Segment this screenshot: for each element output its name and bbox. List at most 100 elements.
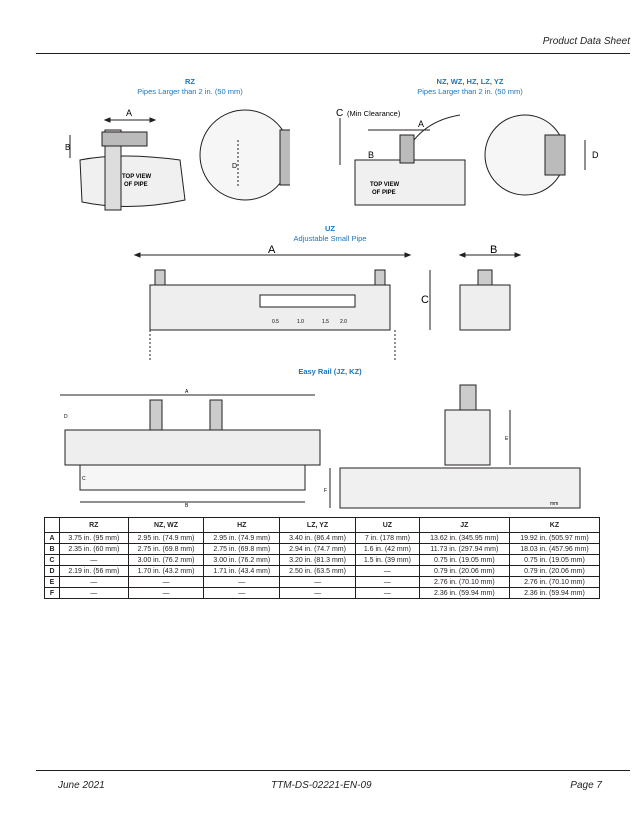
rail-dim-d: D [64, 414, 68, 420]
nz-top-view: TOP VIEW [370, 182, 399, 188]
rail-title: Easy Rail (JZ, KZ) [298, 367, 362, 376]
rail-figure: A B C D E F mm [60, 384, 581, 509]
rz-figure: A B D TOP VIEW OF PIPE [65, 108, 290, 211]
table-header-cell: LZ, YZ [279, 517, 356, 533]
rail-dim-e: E [505, 436, 509, 442]
nz-dim-a: A [418, 119, 424, 129]
rz-of-pipe: OF PIPE [124, 182, 148, 188]
uz-tick-1: 1.0 [297, 319, 304, 325]
table-header-cell: UZ [354, 517, 420, 533]
row-label-cell: F [44, 587, 60, 599]
rail-dim-c: C [82, 476, 86, 482]
table-cell: — [354, 587, 420, 599]
row-label-cell: E [44, 576, 60, 588]
rail-dim-b: B [185, 503, 189, 509]
uz-subtitle: Adjustable Small Pipe [293, 234, 367, 243]
table-header-cell: JZ [418, 517, 510, 533]
table-cell: 7 in. (178 mm) [354, 532, 420, 544]
table-header-row: RZ NZ, WZ HZ LZ, YZ UZ JZ KZ [44, 517, 601, 533]
table-cell: 2.35 in. (60 mm) [59, 543, 129, 555]
row-label-cell: B [44, 543, 60, 555]
nz-dim-b: B [368, 150, 374, 160]
nz-dim-d: D [592, 150, 599, 160]
nz-of-pipe: OF PIPE [372, 190, 396, 196]
footer-rule [36, 770, 630, 771]
table-cell: — [203, 576, 281, 588]
uz-dim-c: C [421, 294, 429, 306]
table-cell: 3.20 in. (81.3 mm) [279, 554, 356, 566]
footer-doc-id: TTM-DS-02221-EN-09 [271, 780, 372, 791]
rail-caption: Easy Rail (JZ, KZ) [250, 367, 410, 377]
uz-caption: UZ Adjustable Small Pipe [250, 224, 410, 244]
rail-dim-f: F [324, 488, 327, 494]
nz-min-clearance: (Min Clearance) [347, 109, 401, 118]
table-cell: 2.75 in. (69.8 mm) [203, 543, 281, 555]
table-header-cell: RZ [59, 517, 129, 533]
table-cell: 19.92 in. (505.97 mm) [508, 532, 601, 544]
table-cell: 0.75 in. (19.05 mm) [418, 554, 510, 566]
table-cell: 1.6 in. (42 mm) [354, 543, 420, 555]
uz-tick-3: 2.0 [340, 319, 347, 325]
table-header-cell [44, 517, 60, 533]
table-cell: 11.73 in. (297.94 mm) [418, 543, 510, 555]
rz-subtitle: Pipes Larger than 2 in. (50 mm) [137, 87, 243, 96]
uz-title: UZ [325, 224, 335, 233]
table-cell: 13.62 in. (345.95 mm) [418, 532, 510, 544]
page-header-title: Product Data Sheet [542, 36, 630, 47]
table-cell: — [59, 587, 129, 599]
table-cell: 2.19 in. (56 mm) [59, 565, 129, 577]
nz-figure: C (Min Clearance) A B D TOP VIEW OF PIPE [336, 108, 599, 206]
uz-dim-a: A [268, 245, 276, 256]
table-cell: 3.00 in. (76.2 mm) [127, 554, 205, 566]
table-cell: 2.94 in. (74.7 mm) [279, 543, 356, 555]
uz-dim-b: B [490, 245, 497, 256]
nz-caption: NZ, WZ, HZ, LZ, YZ Pipes Larger than 2 i… [385, 77, 555, 97]
table-cell: — [127, 576, 205, 588]
table-cell: 2.75 in. (69.8 mm) [127, 543, 205, 555]
table-cell: 1.5 in. (39 mm) [354, 554, 420, 566]
table-header-cell: KZ [508, 517, 601, 533]
rz-dim-b: B [65, 143, 70, 152]
uz-figure: A B C 0.5 1.0 1.5 2.0 [133, 245, 522, 360]
table-cell: 0.79 in. (20.06 mm) [418, 565, 510, 577]
table-cell: 1.71 in. (43.4 mm) [203, 565, 281, 577]
row-label-cell: A [44, 532, 60, 544]
table-cell: 3.75 in. (95 mm) [59, 532, 129, 544]
table-cell: 2.95 in. (74.9 mm) [127, 532, 205, 544]
nz-title: NZ, WZ, HZ, LZ, YZ [436, 77, 504, 86]
table-cell: — [354, 565, 420, 577]
rz-caption: RZ Pipes Larger than 2 in. (50 mm) [110, 77, 270, 97]
row-label-cell: C [44, 554, 60, 566]
table-row: E—————2.76 in. (70.10 mm)2.76 in. (70.10… [44, 576, 601, 588]
table-cell: — [59, 554, 129, 566]
table-cell: 2.36 in. (59.94 mm) [508, 587, 601, 599]
uz-tick-0: 0.5 [272, 319, 279, 325]
rz-dim-a: A [126, 108, 132, 118]
table-cell: 2.95 in. (74.9 mm) [203, 532, 281, 544]
uz-tick-2: 1.5 [322, 319, 329, 325]
table-cell: 2.36 in. (59.94 mm) [418, 587, 510, 599]
table-header-cell: NZ, WZ [127, 517, 205, 533]
nz-dim-c: C [336, 108, 343, 119]
table-cell: 0.79 in. (20.06 mm) [508, 565, 601, 577]
footer-page-number: Page 7 [570, 780, 602, 791]
rail-dim-a: A [185, 389, 189, 395]
table-cell: — [354, 576, 420, 588]
table-cell: — [203, 587, 281, 599]
rz-dim-d: D [232, 163, 237, 170]
rz-top-view: TOP VIEW [122, 174, 151, 180]
nz-subtitle: Pipes Larger than 2 in. (50 mm) [417, 87, 523, 96]
table-row: F—————2.36 in. (59.94 mm)2.36 in. (59.94… [44, 587, 601, 599]
table-cell: 2.50 in. (63.5 mm) [279, 565, 356, 577]
table-cell: 1.70 in. (43.2 mm) [127, 565, 205, 577]
table-cell: — [127, 587, 205, 599]
row-label-cell: D [44, 565, 60, 577]
table-cell: — [59, 576, 129, 588]
rz-title: RZ [185, 77, 195, 86]
rail-unit: mm [550, 501, 558, 507]
table-cell: 2.76 in. (70.10 mm) [508, 576, 601, 588]
table-header-cell: HZ [203, 517, 281, 533]
